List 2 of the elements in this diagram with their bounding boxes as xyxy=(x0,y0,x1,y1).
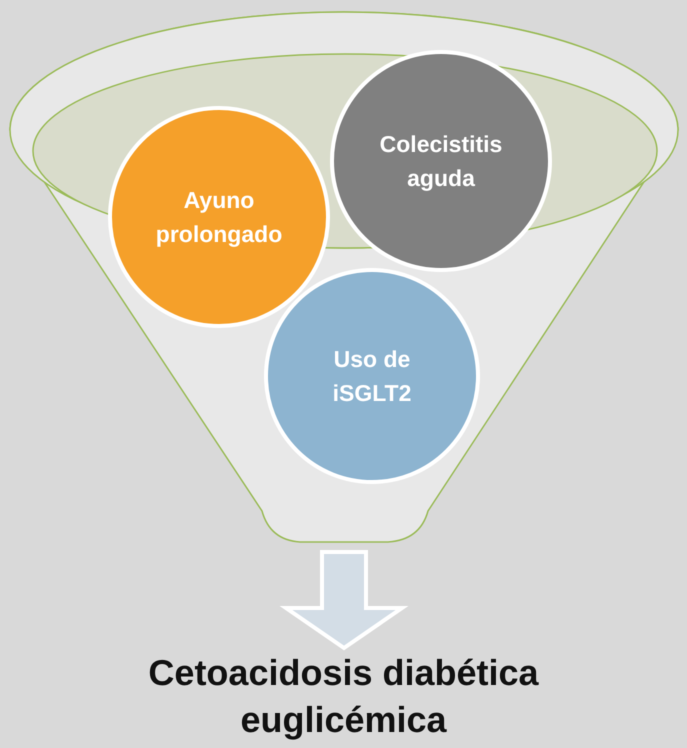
block-arrow xyxy=(280,550,408,650)
result-text: Cetoacidosis diabética euglicémica xyxy=(60,650,627,744)
